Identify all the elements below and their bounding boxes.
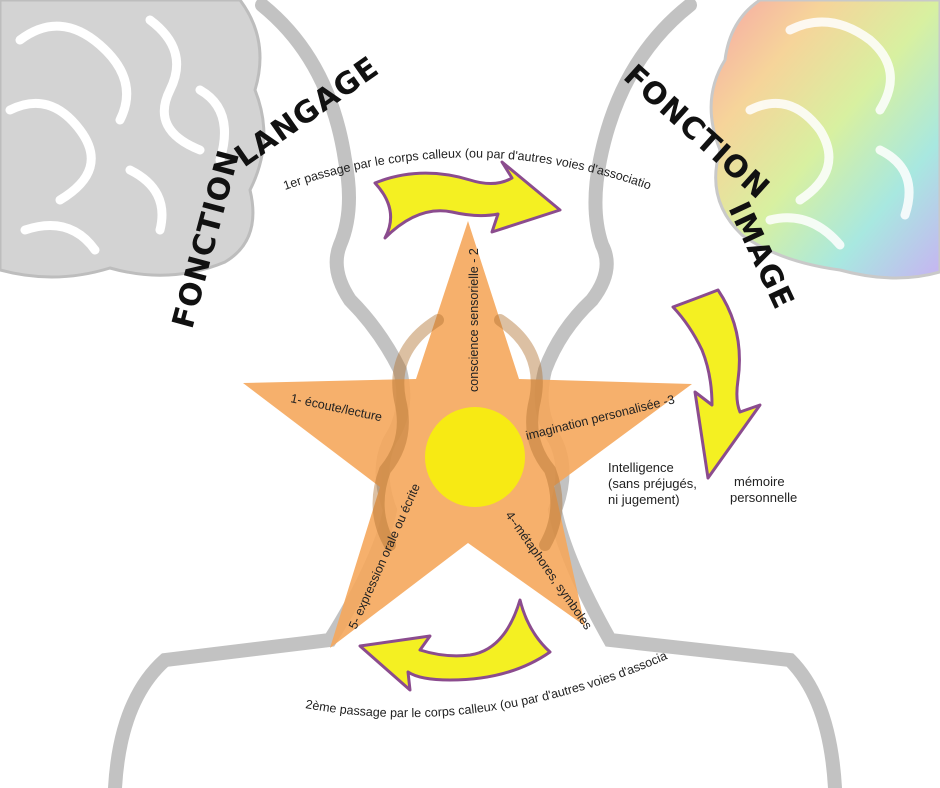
- intelligence-note: Intelligence (sans préjugés, ni jugement…: [608, 460, 697, 507]
- memoire-line-1: mémoire: [734, 474, 785, 489]
- center-circle: [425, 407, 525, 507]
- arrow-bottom[interactable]: [358, 598, 552, 692]
- memoire-note: mémoire personnelle: [730, 474, 797, 505]
- left-brain-hemisphere: [0, 0, 266, 279]
- intelligence-line-3: ni jugement): [608, 492, 680, 507]
- intelligence-line-1: Intelligence: [608, 460, 674, 475]
- arrow-top[interactable]: [373, 160, 562, 240]
- right-brain-hemisphere: [709, 0, 940, 280]
- intelligence-line-2: (sans préjugés,: [608, 476, 697, 491]
- star-label-2: conscience sensorielle - 2: [467, 248, 481, 392]
- memoire-line-2: personnelle: [730, 490, 797, 505]
- star-head-overlay: [372, 314, 563, 551]
- arrow-right[interactable]: [671, 288, 762, 480]
